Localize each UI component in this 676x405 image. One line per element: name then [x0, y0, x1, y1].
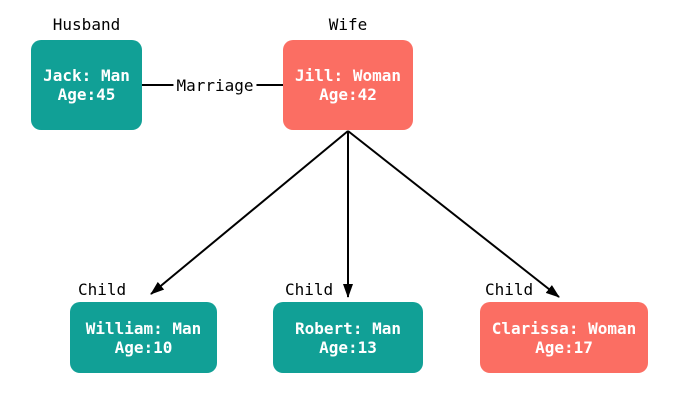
wife-node-label: Wife [328, 15, 368, 34]
wife-node: Jill: Woman Age:42 [283, 40, 413, 130]
wife-node-text-line1: Jill: Woman [295, 66, 401, 85]
child-clarissa-node-text-line1: Clarissa: Woman [491, 318, 637, 338]
edge-wife-clarissa [347, 130, 560, 298]
child-robert-node: Robert: Man Age:13 [273, 302, 423, 373]
husband-node-label: Husband [52, 15, 121, 34]
husband-node-text-line1: Jack: Man [43, 66, 130, 85]
child-william-node-text-line1: William: Man [85, 318, 202, 338]
child-clarissa-node-label: Child [485, 280, 534, 299]
child-clarissa-node: Clarissa: Woman Age:17 [480, 302, 648, 373]
marriage-edge-label: Marriage [173, 77, 257, 95]
child-robert-node-text-line1: Robert: Man [295, 318, 401, 338]
wife-node-text-line2: Age:42 [319, 85, 377, 104]
child-william-node-label: Child [78, 280, 127, 299]
husband-node-text-line2: Age:45 [57, 85, 116, 104]
child-william-node: William: Man Age:10 [70, 302, 217, 373]
child-clarissa-node-text-line2: Age:17 [535, 337, 593, 357]
child-robert-node-label: Child [285, 280, 334, 299]
edge-wife-william [150, 130, 349, 295]
child-william-node-text-line2: Age:10 [114, 337, 173, 357]
husband-node: Jack: Man Age:45 [31, 40, 142, 130]
child-robert-node-text-line2: Age:13 [319, 337, 377, 357]
